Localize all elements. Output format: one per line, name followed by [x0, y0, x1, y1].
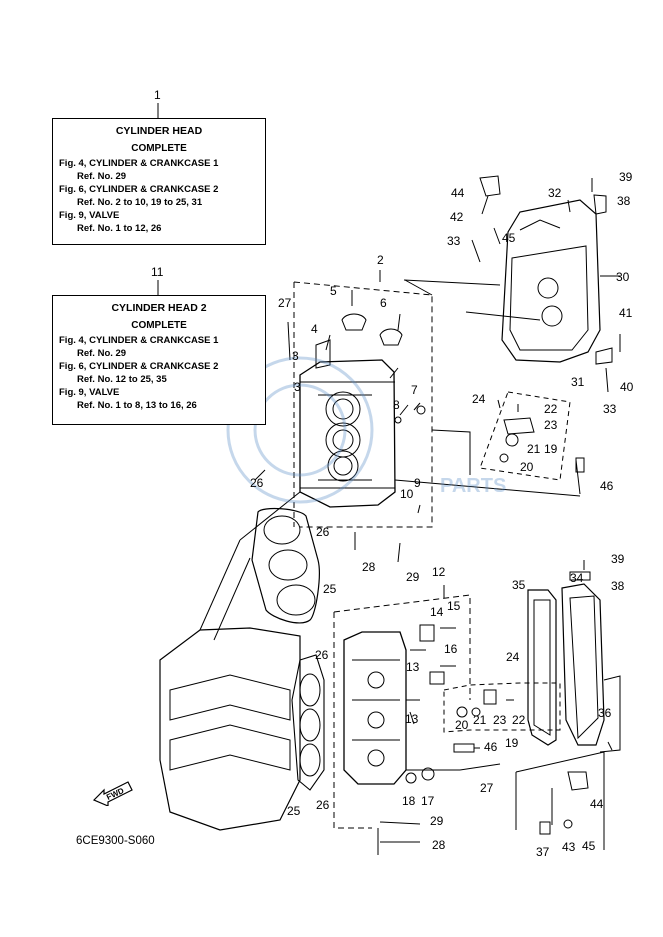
part-number-26: 26	[315, 648, 329, 662]
part-number-45: 45	[582, 839, 596, 853]
part-number-3: 3	[294, 380, 301, 394]
watermark-text: PARTS	[440, 475, 506, 497]
part-number-22: 22	[544, 402, 558, 416]
part-number-38: 38	[617, 194, 631, 208]
part-number-34: 34	[570, 571, 584, 585]
part-number-8: 8	[393, 398, 400, 412]
part-number-23: 23	[544, 418, 558, 432]
box-line: Ref. No. 29	[77, 171, 127, 182]
part-number-26: 26	[316, 798, 330, 812]
part-number-9: 9	[414, 476, 421, 490]
diagram-code: 6CE9300-S060	[76, 835, 155, 847]
box-subtitle: COMPLETE	[131, 143, 187, 154]
part-number-36: 36	[598, 706, 612, 720]
part-number-21: 21	[527, 442, 541, 456]
box-line: Fig. 9, VALVE	[59, 387, 120, 398]
part-number-20: 20	[520, 460, 534, 474]
part-number-14: 14	[430, 605, 444, 619]
part-number-25: 25	[323, 582, 337, 596]
part-number-19: 19	[544, 442, 558, 456]
part-number-3: 3	[292, 349, 299, 363]
box-line: Ref. No. 29	[77, 348, 127, 359]
box-line: Fig. 6, CYLINDER & CRANKCASE 2	[59, 361, 219, 372]
box-line: Fig. 4, CYLINDER & CRANKCASE 1	[59, 158, 219, 169]
part-number-46: 46	[600, 479, 614, 493]
part-number-13: 13	[405, 712, 419, 726]
part-number-7: 7	[411, 383, 418, 397]
box-subtitle: COMPLETE	[131, 320, 187, 331]
cylinder-head-2-info-box: CYLINDER HEAD 2 COMPLETE Fig. 4, CYLINDE…	[52, 295, 266, 425]
box-1-number: 1	[154, 88, 161, 102]
part-number-35: 35	[512, 578, 526, 592]
part-number-5: 5	[330, 284, 337, 298]
part-number-26: 26	[250, 476, 264, 490]
box-line: Fig. 6, CYLINDER & CRANKCASE 2	[59, 184, 219, 195]
part-number-33: 33	[603, 402, 617, 416]
part-number-27: 27	[278, 296, 292, 310]
box-line: Fig. 4, CYLINDER & CRANKCASE 1	[59, 335, 219, 346]
part-number-13: 13	[406, 660, 420, 674]
forward-arrow-icon: FWD	[92, 781, 133, 806]
part-number-30: 30	[616, 270, 630, 284]
part-number-24: 24	[506, 650, 520, 664]
box-line: Ref. No. 1 to 8, 13 to 16, 26	[77, 400, 197, 411]
part-number-18: 18	[402, 794, 416, 808]
part-number-16: 16	[444, 642, 458, 656]
part-number-45: 45	[502, 231, 516, 245]
part-number-21: 21	[473, 713, 487, 727]
part-number-15: 15	[447, 599, 461, 613]
part-number-25: 25	[287, 804, 301, 818]
part-number-6: 6	[380, 296, 387, 310]
box-line: Fig. 9, VALVE	[59, 210, 120, 221]
part-number-27: 27	[480, 781, 494, 795]
part-number-29: 29	[430, 814, 444, 828]
box-line: Ref. No. 2 to 10, 19 to 25, 31	[77, 197, 203, 208]
part-number-37: 37	[536, 845, 550, 859]
part-number-44: 44	[590, 797, 604, 811]
box-title: CYLINDER HEAD 2	[111, 302, 207, 314]
part-number-20: 20	[455, 718, 469, 732]
part-number-28: 28	[432, 838, 446, 852]
box-line: Ref. No. 12 to 25, 35	[77, 374, 167, 385]
box-title: CYLINDER HEAD	[115, 125, 203, 137]
part-number-43: 43	[562, 840, 576, 854]
cylinder-head-info-box: CYLINDER HEAD COMPLETE Fig. 4, CYLINDER …	[52, 118, 266, 245]
part-number-42: 42	[450, 210, 464, 224]
part-number-29: 29	[406, 570, 420, 584]
part-number-39: 39	[619, 170, 633, 184]
part-number-46: 46	[484, 740, 498, 754]
part-number-2: 2	[377, 253, 384, 267]
part-number-10: 10	[400, 487, 414, 501]
part-number-26: 26	[316, 525, 330, 539]
part-number-17: 17	[421, 794, 435, 808]
part-number-39: 39	[611, 552, 625, 566]
part-number-28: 28	[362, 560, 376, 574]
part-number-41: 41	[619, 306, 633, 320]
part-number-4: 4	[311, 322, 318, 336]
part-number-33: 33	[447, 234, 461, 248]
part-number-22: 22	[512, 713, 526, 727]
part-number-24: 24	[472, 392, 486, 406]
part-number-44: 44	[451, 186, 465, 200]
part-number-31: 31	[571, 375, 585, 389]
fwd-label: FWD	[105, 786, 126, 802]
part-number-32: 32	[548, 186, 562, 200]
box-11-number: 11	[151, 265, 164, 279]
part-number-12: 12	[432, 565, 446, 579]
part-number-23: 23	[493, 713, 507, 727]
part-number-38: 38	[611, 579, 625, 593]
part-number-19: 19	[505, 736, 519, 750]
part-number-40: 40	[620, 380, 634, 394]
box-line: Ref. No. 1 to 12, 26	[77, 223, 162, 234]
